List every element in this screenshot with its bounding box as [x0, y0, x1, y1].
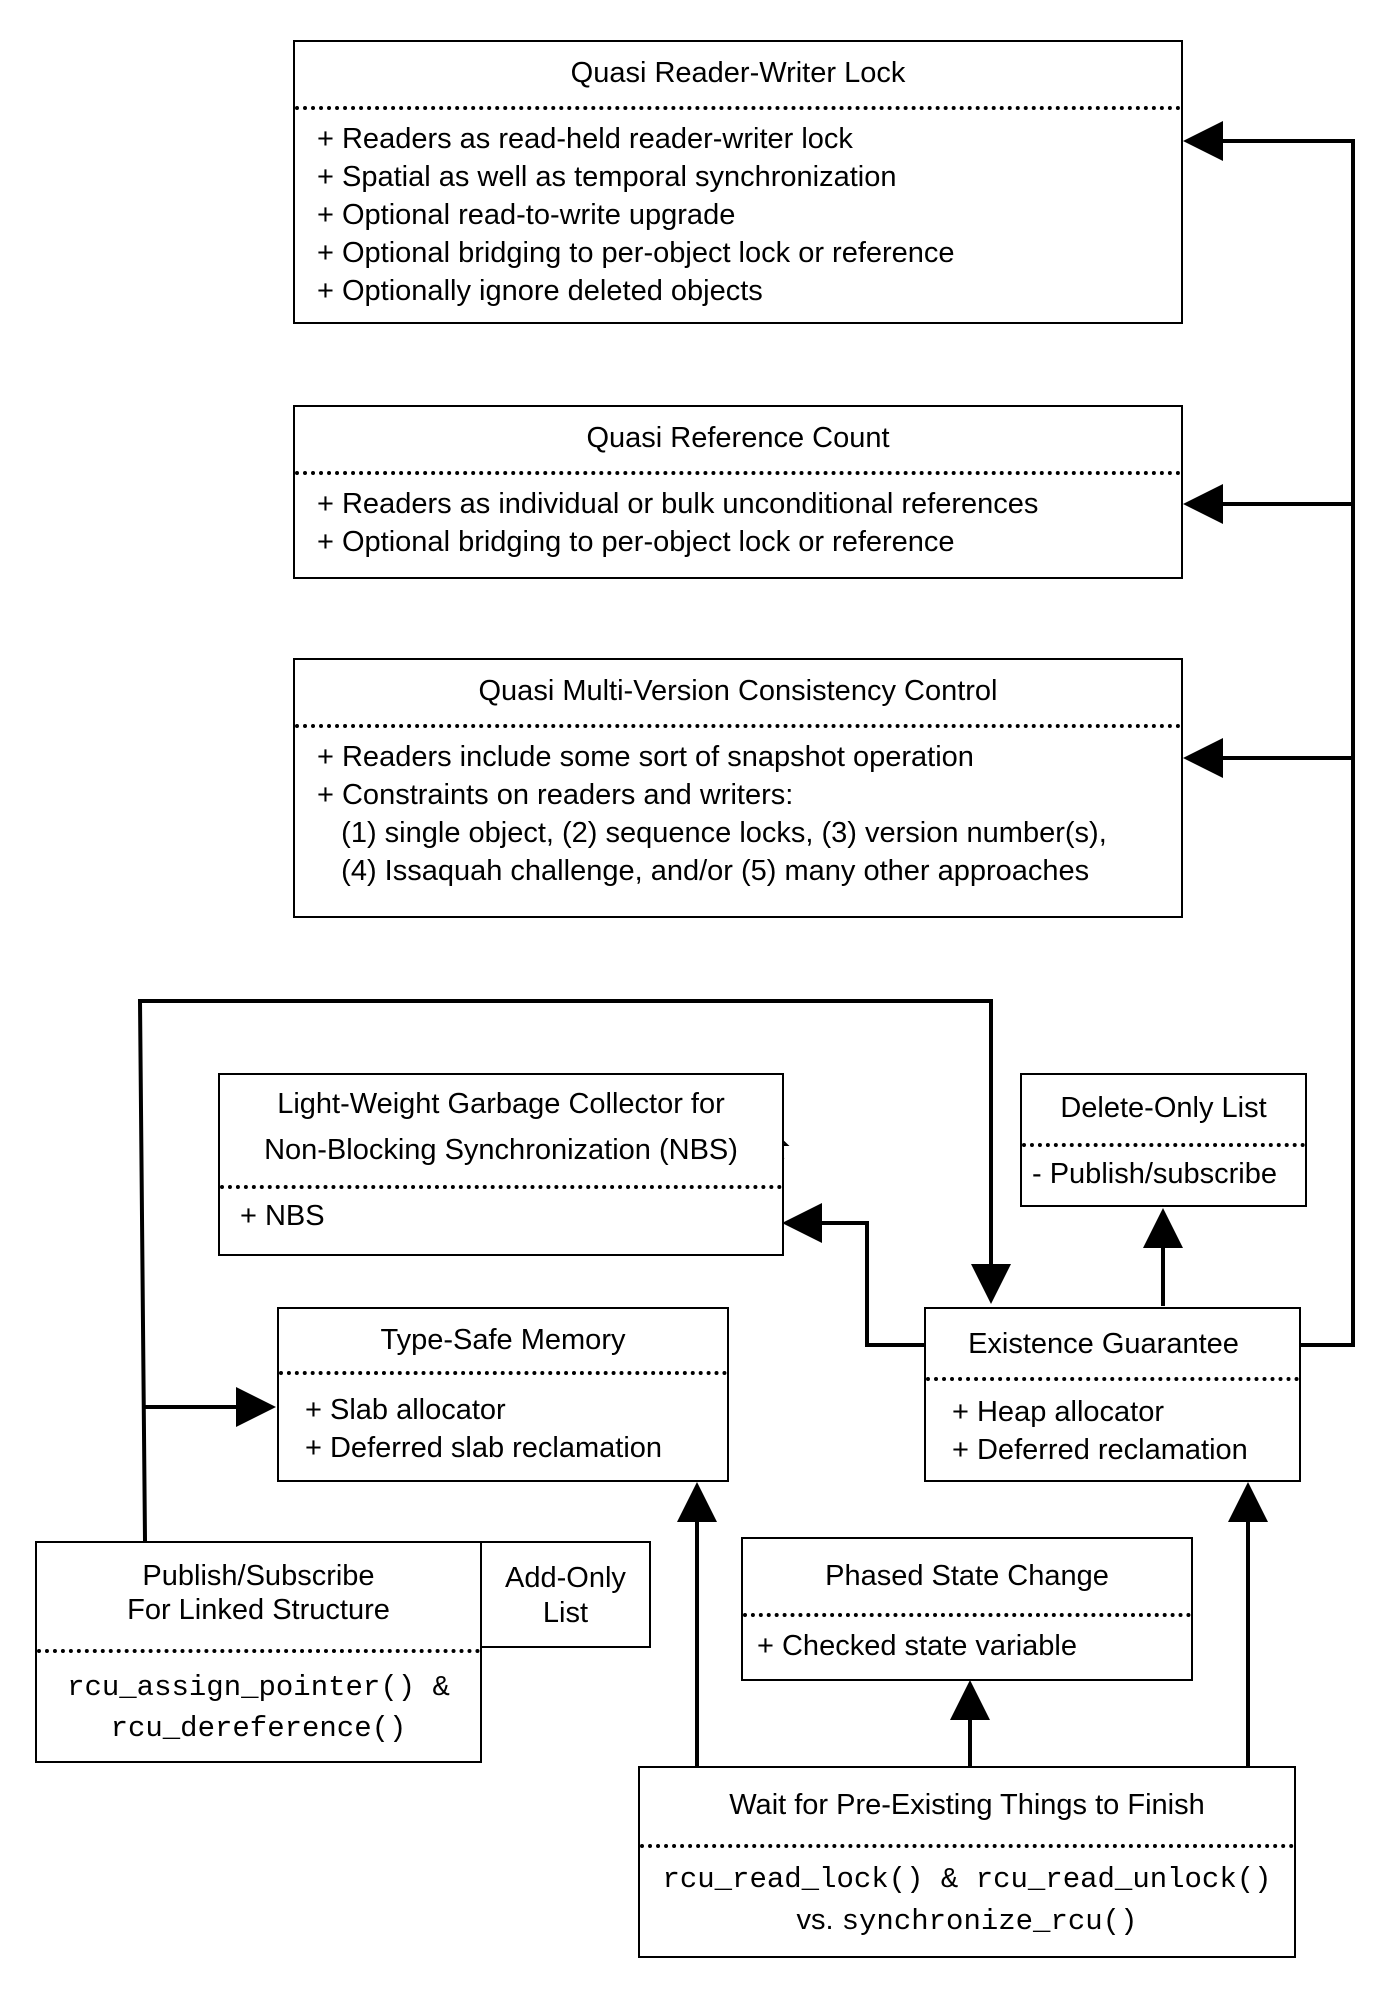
box-title: Add-Only List [482, 1543, 649, 1631]
divider [926, 1377, 1299, 1381]
box-phased-state-change: Phased State Change + Checked state vari… [741, 1537, 1193, 1681]
box-title: Light-Weight Garbage Collector for Non-B… [220, 1075, 782, 1173]
list-item: + Checked state variable [757, 1630, 1077, 1662]
box-existence-guarantee: Existence Guarantee + Heap allocator + D… [924, 1307, 1301, 1482]
list-item: + Deferred slab reclamation [305, 1432, 663, 1464]
box-lightweight-gc: Light-Weight Garbage Collector for Non-B… [218, 1073, 784, 1256]
list-item: + Readers as individual or bulk uncondit… [317, 488, 1039, 520]
list-item: (1) single object, (2) sequence locks, (… [317, 817, 1107, 849]
box-title-line: Add-Only [505, 1562, 626, 1594]
box-delete-only-list: Delete-Only List - Publish/subscribe [1020, 1073, 1307, 1207]
code-line: rcu_read_lock() & rcu_read_unlock() [662, 1863, 1272, 1896]
divider [743, 1613, 1191, 1617]
divider [295, 724, 1181, 728]
box-quasi-reader-writer-lock: Quasi Reader-Writer Lock + Readers as re… [293, 40, 1183, 324]
box-title: Quasi Reader-Writer Lock [570, 57, 906, 89]
list-item: + Readers as read-held reader-writer loc… [317, 123, 853, 155]
divider [37, 1649, 480, 1653]
box-title: Publish/Subscribe For Linked Structure [37, 1543, 480, 1627]
item-list: + Checked state variable [743, 1627, 1191, 1665]
divider [295, 471, 1181, 475]
code-line: rcu_assign_pointer() & [67, 1671, 450, 1704]
code-line: vs. synchronize_rcu() [640, 1900, 1294, 1942]
list-item: + Spatial as well as temporal synchroniz… [317, 161, 897, 193]
code-inline: synchronize_rcu() [841, 1905, 1138, 1938]
list-item: + Optional read-to-write upgrade [317, 199, 736, 231]
list-item: + NBS [240, 1200, 325, 1232]
divider [295, 106, 1181, 110]
box-title: Existence Guarantee [968, 1328, 1239, 1360]
code-prefix: vs. [796, 1904, 842, 1936]
item-list: + NBS [220, 1197, 782, 1235]
code-block: rcu_assign_pointer() & rcu_dereference() [37, 1667, 480, 1749]
divider [279, 1371, 727, 1375]
arrow-existence-to-gc [782, 1203, 925, 1347]
divider [220, 1185, 782, 1189]
box-title: Delete-Only List [1060, 1092, 1267, 1124]
box-title-line: For Linked Structure [127, 1594, 390, 1626]
item-list: + Readers include some sort of snapshot … [295, 738, 1181, 890]
divider [640, 1844, 1294, 1848]
box-type-safe-memory: Type-Safe Memory + Slab allocator + Defe… [277, 1307, 729, 1482]
box-title: Quasi Multi-Version Consistency Control [478, 675, 998, 707]
box-title: Type-Safe Memory [380, 1324, 626, 1356]
box-quasi-mvcc: Quasi Multi-Version Consistency Control … [293, 658, 1183, 918]
list-item: (4) Issaquah challenge, and/or (5) many … [317, 855, 1090, 887]
arrow-existence-to-rwlock [1183, 121, 1355, 1347]
item-list: + Slab allocator + Deferred slab reclama… [279, 1391, 727, 1467]
item-list: + Readers as read-held reader-writer loc… [295, 120, 1181, 310]
arrow-pubsub-to-existence [137, 999, 1011, 1542]
list-item: - Publish/subscribe [1032, 1158, 1277, 1190]
box-wait-for-pre-existing: Wait for Pre-Existing Things to Finish r… [638, 1766, 1296, 1958]
list-item: + Readers include some sort of snapshot … [317, 741, 974, 773]
list-item: + Deferred reclamation [952, 1434, 1248, 1466]
list-item: + Optional bridging to per-object lock o… [317, 526, 955, 558]
list-item: + Heap allocator [952, 1396, 1164, 1428]
divider [1022, 1143, 1305, 1147]
code-line: rcu_dereference() [110, 1712, 407, 1745]
box-title: Wait for Pre-Existing Things to Finish [729, 1789, 1205, 1821]
list-item: + Constraints on readers and writers: [317, 779, 794, 811]
code-block: rcu_read_lock() & rcu_read_unlock() vs. … [640, 1860, 1294, 1942]
box-title-line: Light-Weight Garbage Collector for [277, 1088, 725, 1120]
box-publish-subscribe: Publish/Subscribe For Linked Structure r… [35, 1541, 482, 1763]
item-list: - Publish/subscribe [1022, 1155, 1305, 1193]
box-title-line: Publish/Subscribe [142, 1560, 375, 1592]
box-quasi-reference-count: Quasi Reference Count + Readers as indiv… [293, 405, 1183, 579]
list-item: + Slab allocator [305, 1394, 506, 1426]
box-title-line: Non-Blocking Synchronization (NBS) [264, 1134, 738, 1166]
item-list: + Heap allocator + Deferred reclamation [926, 1393, 1299, 1469]
box-title: Phased State Change [825, 1560, 1109, 1592]
list-item: + Optional bridging to per-object lock o… [317, 237, 955, 269]
item-list: + Readers as individual or bulk uncondit… [295, 485, 1181, 561]
box-add-only-list: Add-Only List [480, 1541, 651, 1648]
box-title-line: List [542, 1597, 589, 1629]
list-item: + Optionally ignore deleted objects [317, 275, 763, 307]
box-title: Quasi Reference Count [586, 422, 890, 454]
